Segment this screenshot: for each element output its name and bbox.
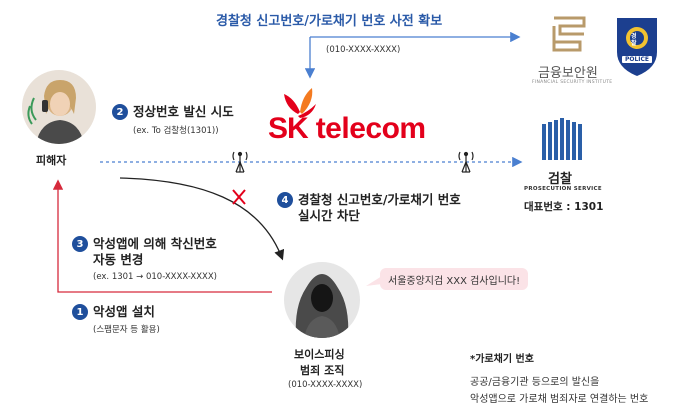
hooded-scammer-icon bbox=[295, 274, 349, 338]
malware-install-arrow bbox=[52, 179, 272, 293]
note-line-1: 공공/금융기관 등으로의 발신을 bbox=[470, 377, 600, 388]
scammer-avatar bbox=[284, 262, 360, 338]
victim-person-icon bbox=[27, 80, 84, 144]
prosecution-number: 대표번호 : 1301 bbox=[524, 201, 604, 213]
note-line-2: 악성앱으로 가로채 범죄자로 연결하는 번호 bbox=[470, 394, 649, 405]
police-badge: 경 찰 POLICE bbox=[612, 12, 662, 78]
fss-sub: FINANCIAL SECURITY INSTITUTE bbox=[532, 80, 613, 85]
police-badge-label: POLICE bbox=[624, 56, 650, 63]
skt-logo-sk: SK bbox=[268, 112, 309, 145]
prosecution-sub: PROSECUTION SERVICE bbox=[524, 186, 602, 192]
step-4-title-1: 경찰청 신고번호/가로채기 번호 bbox=[298, 192, 461, 207]
antenna-icon-right bbox=[458, 151, 474, 173]
police-badge-icon bbox=[617, 18, 657, 76]
step-2-title: 정상번호 발신 시도 bbox=[133, 104, 234, 119]
scammer-line-1: 보이스피싱 bbox=[294, 348, 345, 361]
step-1-title: 악성앱 설치 bbox=[93, 304, 155, 319]
prosecution-logo bbox=[540, 118, 586, 162]
step-1-number: 1 bbox=[72, 304, 88, 320]
scammer-line-2: 범죄 조직 bbox=[300, 364, 345, 377]
step-3-sub: (ex. 1301 → 010-XXXX-XXXX) bbox=[93, 272, 217, 282]
police-badge-top: 경 bbox=[631, 33, 637, 40]
skt-butterfly-icon bbox=[278, 84, 320, 120]
victim-avatar bbox=[22, 70, 96, 144]
header-number: (010-XXXX-XXXX) bbox=[326, 45, 401, 55]
prosecution-logo-icon bbox=[542, 118, 582, 160]
fss-logo-icon bbox=[552, 16, 586, 52]
prosecution-name: 검찰 bbox=[548, 172, 572, 187]
step-2-sub: (ex. To 검찰청(1301)) bbox=[133, 126, 219, 136]
header-title: 경찰청 신고번호/가로채기 번호 사전 확보 bbox=[216, 14, 443, 29]
step-2-number: 2 bbox=[112, 104, 128, 120]
block-x-icon bbox=[232, 189, 246, 205]
speech-tail-icon bbox=[366, 276, 382, 286]
note-title: *가로채기 번호 bbox=[470, 354, 534, 365]
skt-logo-telecom: telecom bbox=[315, 112, 426, 145]
scammer-number: (010-XXXX-XXXX) bbox=[288, 380, 363, 390]
antenna-icon-left bbox=[232, 151, 248, 173]
fss-name: 금융보안원 bbox=[538, 66, 598, 81]
step-4-number: 4 bbox=[277, 192, 293, 208]
step-4-title-2: 실시간 차단 bbox=[298, 208, 360, 223]
victim-label: 피해자 bbox=[36, 154, 67, 167]
step-3-title-2: 자동 변경 bbox=[93, 252, 144, 267]
scammer-speech-bubble: 서울중앙지검 XXX 검사입니다! bbox=[380, 268, 529, 290]
fss-logo bbox=[540, 14, 600, 62]
step-3-title-1: 악성앱에 의해 착신번호 bbox=[93, 236, 217, 251]
step-1-sub: (스팸문자 등 활용) bbox=[93, 325, 160, 335]
redirect-arrow bbox=[119, 177, 285, 261]
police-badge-top2: 찰 bbox=[631, 40, 637, 47]
step-3-number: 3 bbox=[72, 236, 88, 252]
